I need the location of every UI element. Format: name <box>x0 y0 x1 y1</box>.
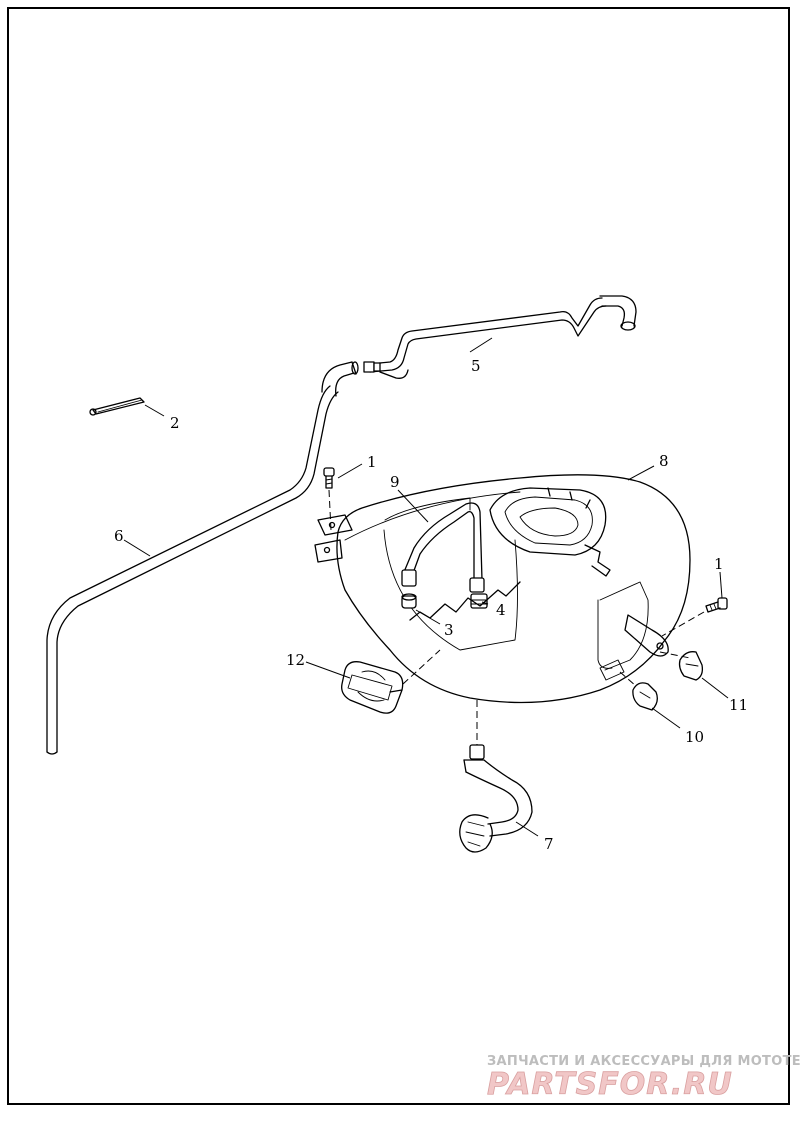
leader-3 <box>415 609 441 625</box>
callout-7: 7 <box>544 835 554 853</box>
leader-10 <box>651 707 681 729</box>
callout-5: 5 <box>471 357 481 375</box>
callout-2: 2 <box>170 414 180 432</box>
assembly-line-11 <box>659 651 691 659</box>
part-10-bumper <box>632 682 658 711</box>
leader-1b <box>719 571 723 599</box>
part-1-screw-right <box>705 597 728 613</box>
callout-4: 4 <box>496 601 506 619</box>
leader-7 <box>515 821 539 837</box>
leader-4 <box>481 601 489 605</box>
fuel-pump-ring <box>489 487 611 577</box>
part-5-vent-tube <box>363 295 637 379</box>
assembly-line-10 <box>619 671 637 687</box>
diagram-frame <box>7 7 790 1105</box>
callout-12: 12 <box>286 651 305 669</box>
part-7-fuel-line <box>459 744 533 853</box>
callout-1-right: 1 <box>714 555 724 573</box>
callout-9: 9 <box>390 473 400 491</box>
part-2-cable-tie <box>89 397 145 416</box>
leader-6 <box>123 539 151 557</box>
leader-1a <box>337 463 363 479</box>
part-8-fuel-tank <box>314 474 691 704</box>
part-1-screw-left <box>323 467 335 489</box>
part-3-fitting <box>401 593 417 609</box>
watermark-logo: PARTSFOR.RU <box>487 1067 733 1102</box>
leader-11 <box>701 677 729 699</box>
leader-5 <box>469 337 493 353</box>
assembly-line-12 <box>402 649 441 685</box>
assembly-line-1 <box>328 489 332 531</box>
leader-2 <box>144 404 165 417</box>
assembly-line-1b <box>661 611 705 637</box>
callout-11: 11 <box>729 696 748 714</box>
callout-3: 3 <box>444 621 454 639</box>
callout-1-left: 1 <box>367 453 377 471</box>
part-11-bumper <box>678 651 704 681</box>
leader-9 <box>397 489 429 523</box>
callout-6: 6 <box>114 527 124 545</box>
part-4-fitting <box>470 593 488 609</box>
part-12-emblem <box>341 661 404 714</box>
part-9-crossover-tube <box>383 502 518 651</box>
leader-8 <box>627 465 655 481</box>
part-6-vent-hose <box>46 361 359 755</box>
leader-12 <box>305 661 351 679</box>
callout-10: 10 <box>685 728 704 746</box>
watermark-tagline: ЗАПЧАСТИ И АКСЕССУАРЫ ДЛЯ МОТОТЕХНИКИ <box>487 1054 800 1069</box>
callout-8: 8 <box>659 452 669 470</box>
